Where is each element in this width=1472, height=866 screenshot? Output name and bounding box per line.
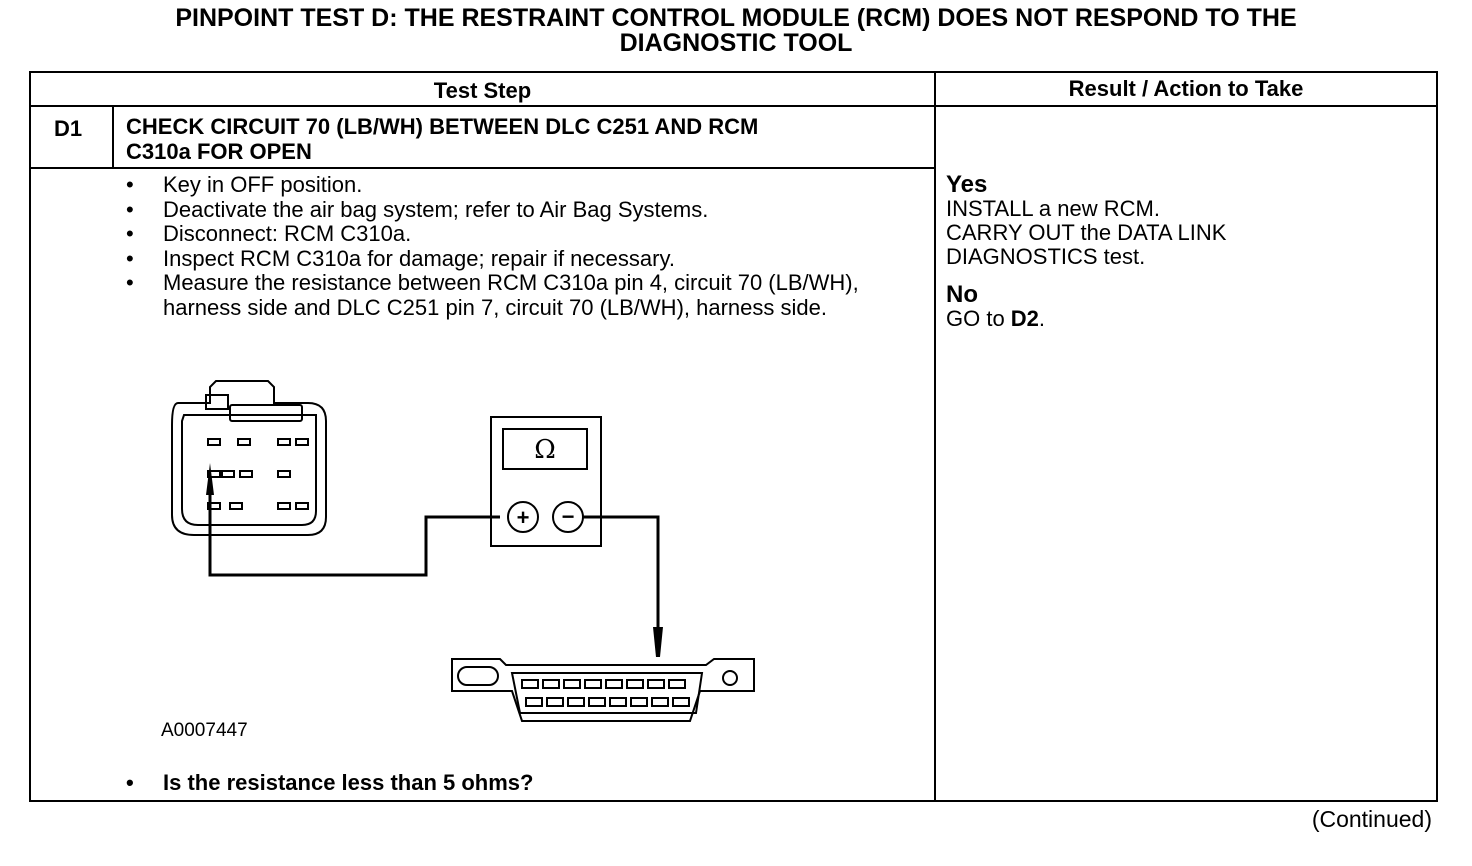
figure-id: A0007447 bbox=[161, 720, 248, 741]
meter-minus-terminal: − bbox=[562, 504, 575, 529]
step-id: D1 bbox=[54, 116, 83, 141]
dlc-connector bbox=[451, 658, 755, 722]
table-top-border bbox=[29, 71, 1438, 73]
no-action-suffix: . bbox=[1038, 306, 1046, 331]
step-title-bottom-border bbox=[29, 167, 934, 169]
column-divider bbox=[934, 71, 936, 802]
lead-rcm-to-meter bbox=[208, 475, 500, 577]
instruction-item: Inspect RCM C310a for damage; repair if … bbox=[126, 246, 923, 272]
page-title: PINPOINT TEST D: THE RESTRAINT CONTROL M… bbox=[0, 6, 1472, 56]
instruction-item: Key in OFF position. bbox=[126, 172, 923, 198]
header-test-step: Test Step bbox=[433, 78, 532, 103]
ohmmeter bbox=[490, 416, 602, 547]
no-action-prefix: GO to bbox=[946, 306, 1011, 331]
title-line-1: PINPOINT TEST D: THE RESTRAINT CONTROL M… bbox=[175, 4, 1297, 32]
wiring-diagram: Ω + − bbox=[171, 380, 755, 722]
continued-label: (Continued) bbox=[1311, 806, 1432, 832]
ohm-symbol: Ω bbox=[534, 435, 556, 465]
step-instructions: Key in OFF position. Deactivate the air … bbox=[126, 172, 923, 320]
no-action: GO to D2. bbox=[946, 307, 1045, 331]
step-id-divider bbox=[112, 105, 114, 169]
step-question: Is the resistance less than 5 ohms? bbox=[126, 770, 533, 796]
result-no: No GO to D2. bbox=[946, 283, 1045, 331]
instruction-item: Disconnect: RCM C310a. bbox=[126, 221, 923, 247]
instruction-item: Measure the resistance between RCM C310a… bbox=[126, 270, 923, 320]
title-line-2: DIAGNOSTIC TOOL bbox=[619, 29, 853, 57]
no-label: No bbox=[946, 281, 978, 308]
dlc-probe bbox=[653, 627, 663, 657]
go-to-d2-link[interactable]: D2 bbox=[1010, 306, 1039, 331]
yes-action-line-2: CARRY OUT the DATA LINK bbox=[946, 220, 1227, 245]
header-result-action: Result / Action to Take bbox=[1068, 76, 1304, 101]
yes-label: Yes bbox=[946, 171, 988, 198]
instruction-item: Deactivate the air bag system; refer to … bbox=[126, 197, 923, 223]
table-right-border bbox=[1436, 71, 1438, 802]
yes-action-line-3: DIAGNOSTICS test. bbox=[946, 244, 1146, 269]
lead-meter-to-dlc bbox=[583, 515, 660, 637]
rcm-connector bbox=[171, 380, 327, 536]
step-title-line-2: C310a FOR OPEN bbox=[126, 139, 312, 164]
table-bottom-border bbox=[29, 800, 1438, 802]
step-title-line-1: CHECK CIRCUIT 70 (LB/WH) BETWEEN DLC C25… bbox=[126, 114, 759, 139]
yes-action-line-1: INSTALL a new RCM. bbox=[946, 196, 1160, 221]
meter-plus-terminal: + bbox=[517, 505, 530, 530]
header-bottom-border bbox=[29, 105, 1438, 107]
table-left-border bbox=[29, 71, 31, 802]
step-title: CHECK CIRCUIT 70 (LB/WH) BETWEEN DLC C25… bbox=[126, 114, 758, 164]
result-yes: Yes INSTALL a new RCM. CARRY OUT the DAT… bbox=[946, 173, 1226, 269]
